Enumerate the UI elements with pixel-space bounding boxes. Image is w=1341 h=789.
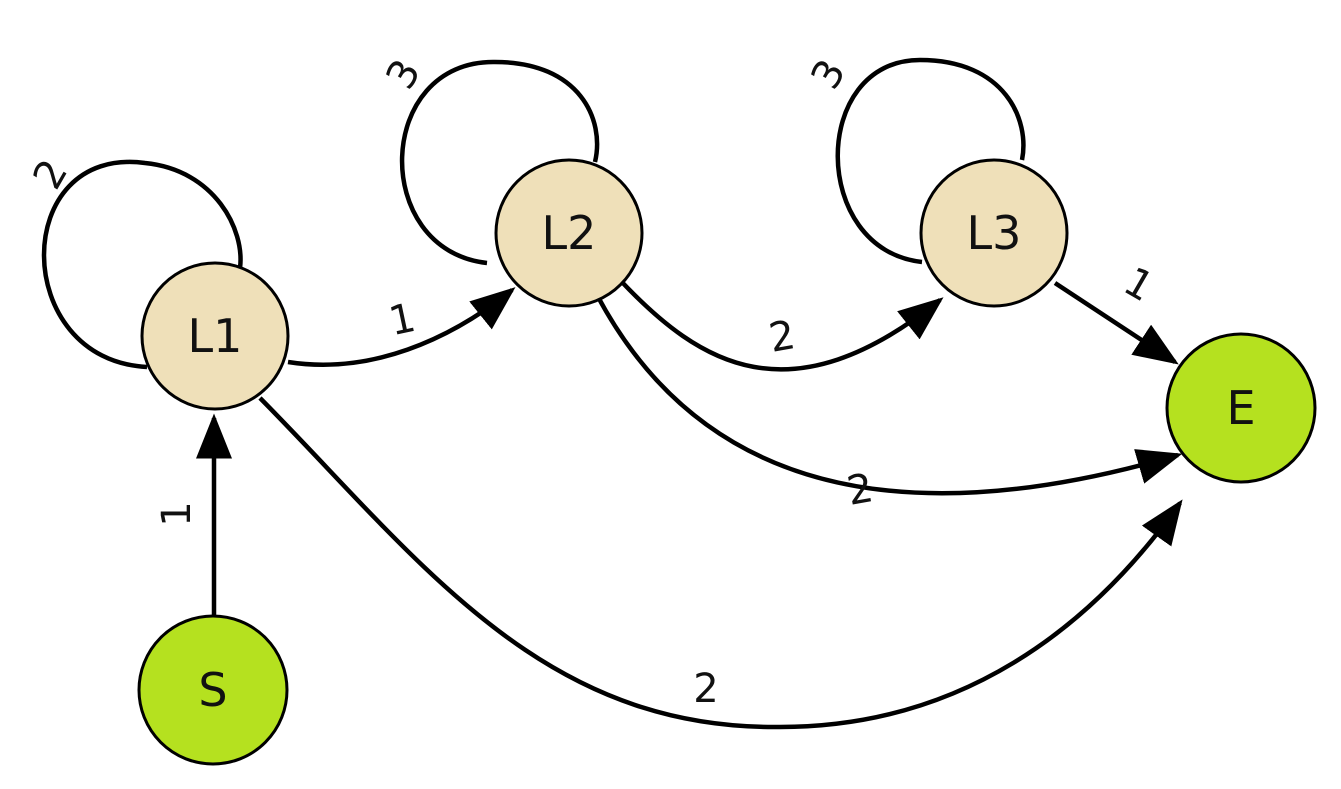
edge-L2-L2-loop xyxy=(399,59,600,266)
edge-L2-E xyxy=(595,293,1183,496)
edge-L3-L3-loop xyxy=(835,57,1026,265)
edge-label-S-L1: 1 xyxy=(154,501,200,526)
edge-L3-E xyxy=(1053,281,1179,365)
node-L1: L1 xyxy=(140,261,290,411)
edge-L1-L1-loop xyxy=(41,159,243,370)
node-E: E xyxy=(1165,332,1317,484)
node-L3: L3 xyxy=(919,158,1069,308)
edge-label-L2-L3: 2 xyxy=(766,312,799,362)
edge-label-L3-L3: 3 xyxy=(803,52,856,97)
node-E-circle xyxy=(1165,332,1317,484)
edge-label-L1-L1: 2 xyxy=(25,152,78,197)
node-S: S xyxy=(137,614,289,766)
node-S-circle xyxy=(137,614,289,766)
node-S-label: S xyxy=(198,663,227,717)
node-L1-label: L1 xyxy=(188,309,243,363)
node-E-label: E xyxy=(1226,381,1255,435)
node-L2: L2 xyxy=(494,158,644,308)
edge-label-L3-E: 1 xyxy=(1116,259,1161,312)
edge-label-L2-L2: 3 xyxy=(378,52,431,97)
node-L3-label: L3 xyxy=(967,206,1022,260)
node-L2-circle xyxy=(494,158,644,308)
edge-L2-L3 xyxy=(618,278,944,372)
node-L3-circle xyxy=(919,158,1069,308)
edge-L1-L2 xyxy=(287,287,516,367)
node-L1-circle xyxy=(140,261,290,411)
node-L2-label: L2 xyxy=(542,206,597,260)
edge-label-L2-E: 2 xyxy=(844,465,877,515)
edge-L1-E xyxy=(258,396,1183,730)
edge-label-L1-L2: 1 xyxy=(385,295,419,345)
edge-label-L1-E: 2 xyxy=(693,666,718,712)
